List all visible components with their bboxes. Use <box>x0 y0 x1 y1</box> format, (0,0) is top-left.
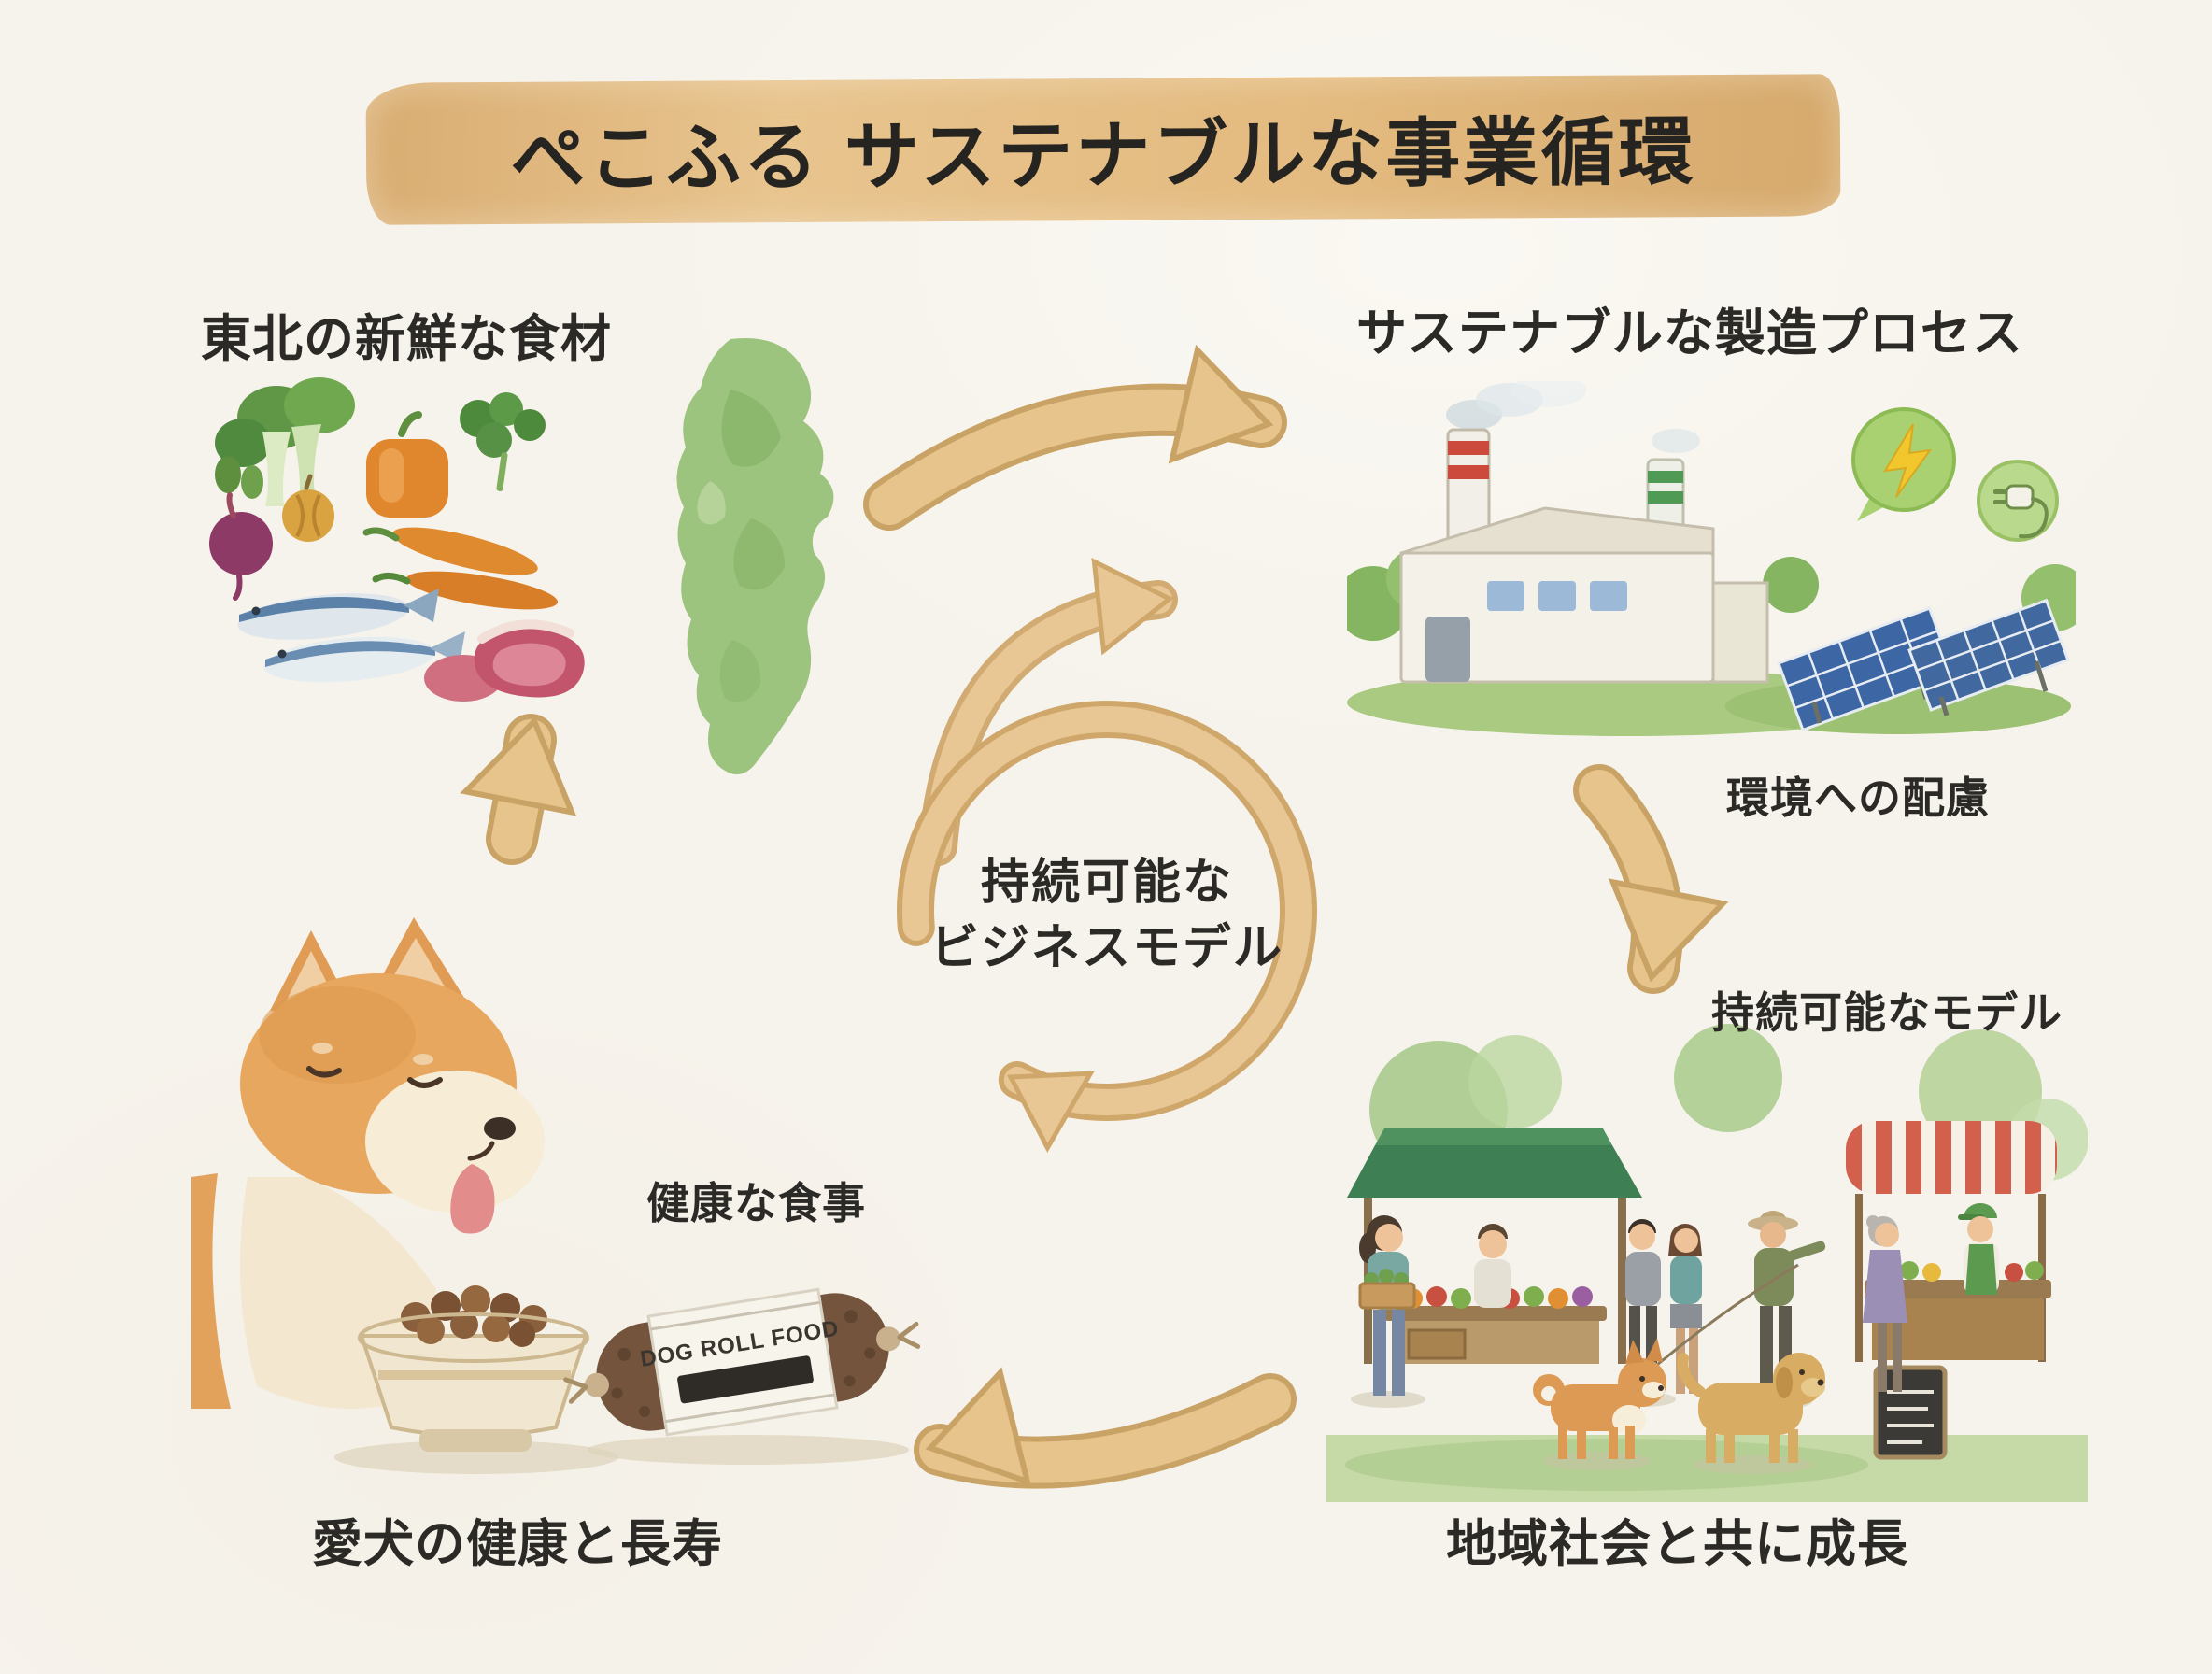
beet-icon <box>209 456 273 601</box>
dog-eating-illustration: DOG ROLL FOOD <box>191 917 921 1474</box>
label-manufacturing: サステナブルな製造プロセス <box>1356 305 2023 362</box>
awning-icon <box>1846 1121 2057 1194</box>
label-ingredients: 東北の新鮮な食材 <box>201 311 612 367</box>
label-community: 地域社会と共に成長 <box>1446 1516 1908 1572</box>
arrow-manufacturing-to-community-icon <box>1573 764 1729 994</box>
lightning-icon <box>1883 423 1933 498</box>
label-dog-health: 愛犬の健康と長寿 <box>312 1516 723 1572</box>
factory-illustration <box>1347 381 2076 736</box>
shiba-dog-icon <box>1533 1338 1666 1470</box>
carrot-icon <box>362 527 559 610</box>
fish-icon <box>237 589 465 683</box>
page-title: ぺこふる サステナブルな事業循環 <box>510 110 1696 201</box>
solar-panel-icon <box>1777 598 2070 732</box>
title-banner: ぺこふる サステナブルな事業循環 <box>365 74 1841 225</box>
cycle-spiral-arrow-icon <box>897 557 1317 1154</box>
arrow-community-to-dog-icon <box>914 1367 1297 1489</box>
tree-icon <box>1763 557 1819 613</box>
person-stall-vendor <box>1958 1203 1999 1295</box>
leafy-greens-icon <box>215 377 355 506</box>
plug-icon <box>1993 484 2049 539</box>
arrow-dog-to-ingredients-icon <box>460 714 577 865</box>
arrow-ingredients-to-manufacturing-icon <box>863 344 1287 531</box>
center-text-line2: ビジネスモデル <box>929 921 1283 975</box>
retriever-dog-icon <box>1677 1353 1825 1474</box>
smoke-icon <box>1446 381 1700 453</box>
bell-pepper-icon <box>366 411 448 518</box>
tree-icon <box>1468 1035 1562 1128</box>
tongue <box>450 1164 495 1234</box>
onion-icon <box>282 474 334 542</box>
label-sustainable-model: 持続可能なモデル <box>1711 988 2063 1037</box>
tohoku-map-icon <box>676 338 834 774</box>
person-shopper-with-box <box>1351 1215 1425 1408</box>
market-illustration <box>1326 1024 2088 1502</box>
label-healthy-meal: 健康な食事 <box>646 1179 866 1227</box>
plug-badge <box>1977 460 2059 542</box>
roll-shadow <box>588 1435 909 1465</box>
market-stall-icon <box>1846 1121 2057 1460</box>
dog-food-roll: DOG ROLL FOOD <box>563 1287 921 1437</box>
dog-bowl-icon <box>334 1285 618 1474</box>
green-energy-badge <box>1851 407 1956 521</box>
parsley-icon <box>460 392 546 491</box>
ingredients-illustration <box>209 377 585 702</box>
factory-building-icon <box>1399 506 1769 684</box>
meat-icon <box>424 619 585 702</box>
tree-icon <box>1674 1024 1782 1132</box>
person-tent-vendor <box>1474 1224 1511 1308</box>
market-tent-icon <box>1347 1128 1642 1364</box>
label-environment: 環境への配慮 <box>1726 773 1990 822</box>
dog-leash <box>1651 1263 1799 1371</box>
person-elderly-woman <box>1863 1215 1907 1392</box>
center-text-line1: 持続可能な <box>980 856 1233 910</box>
